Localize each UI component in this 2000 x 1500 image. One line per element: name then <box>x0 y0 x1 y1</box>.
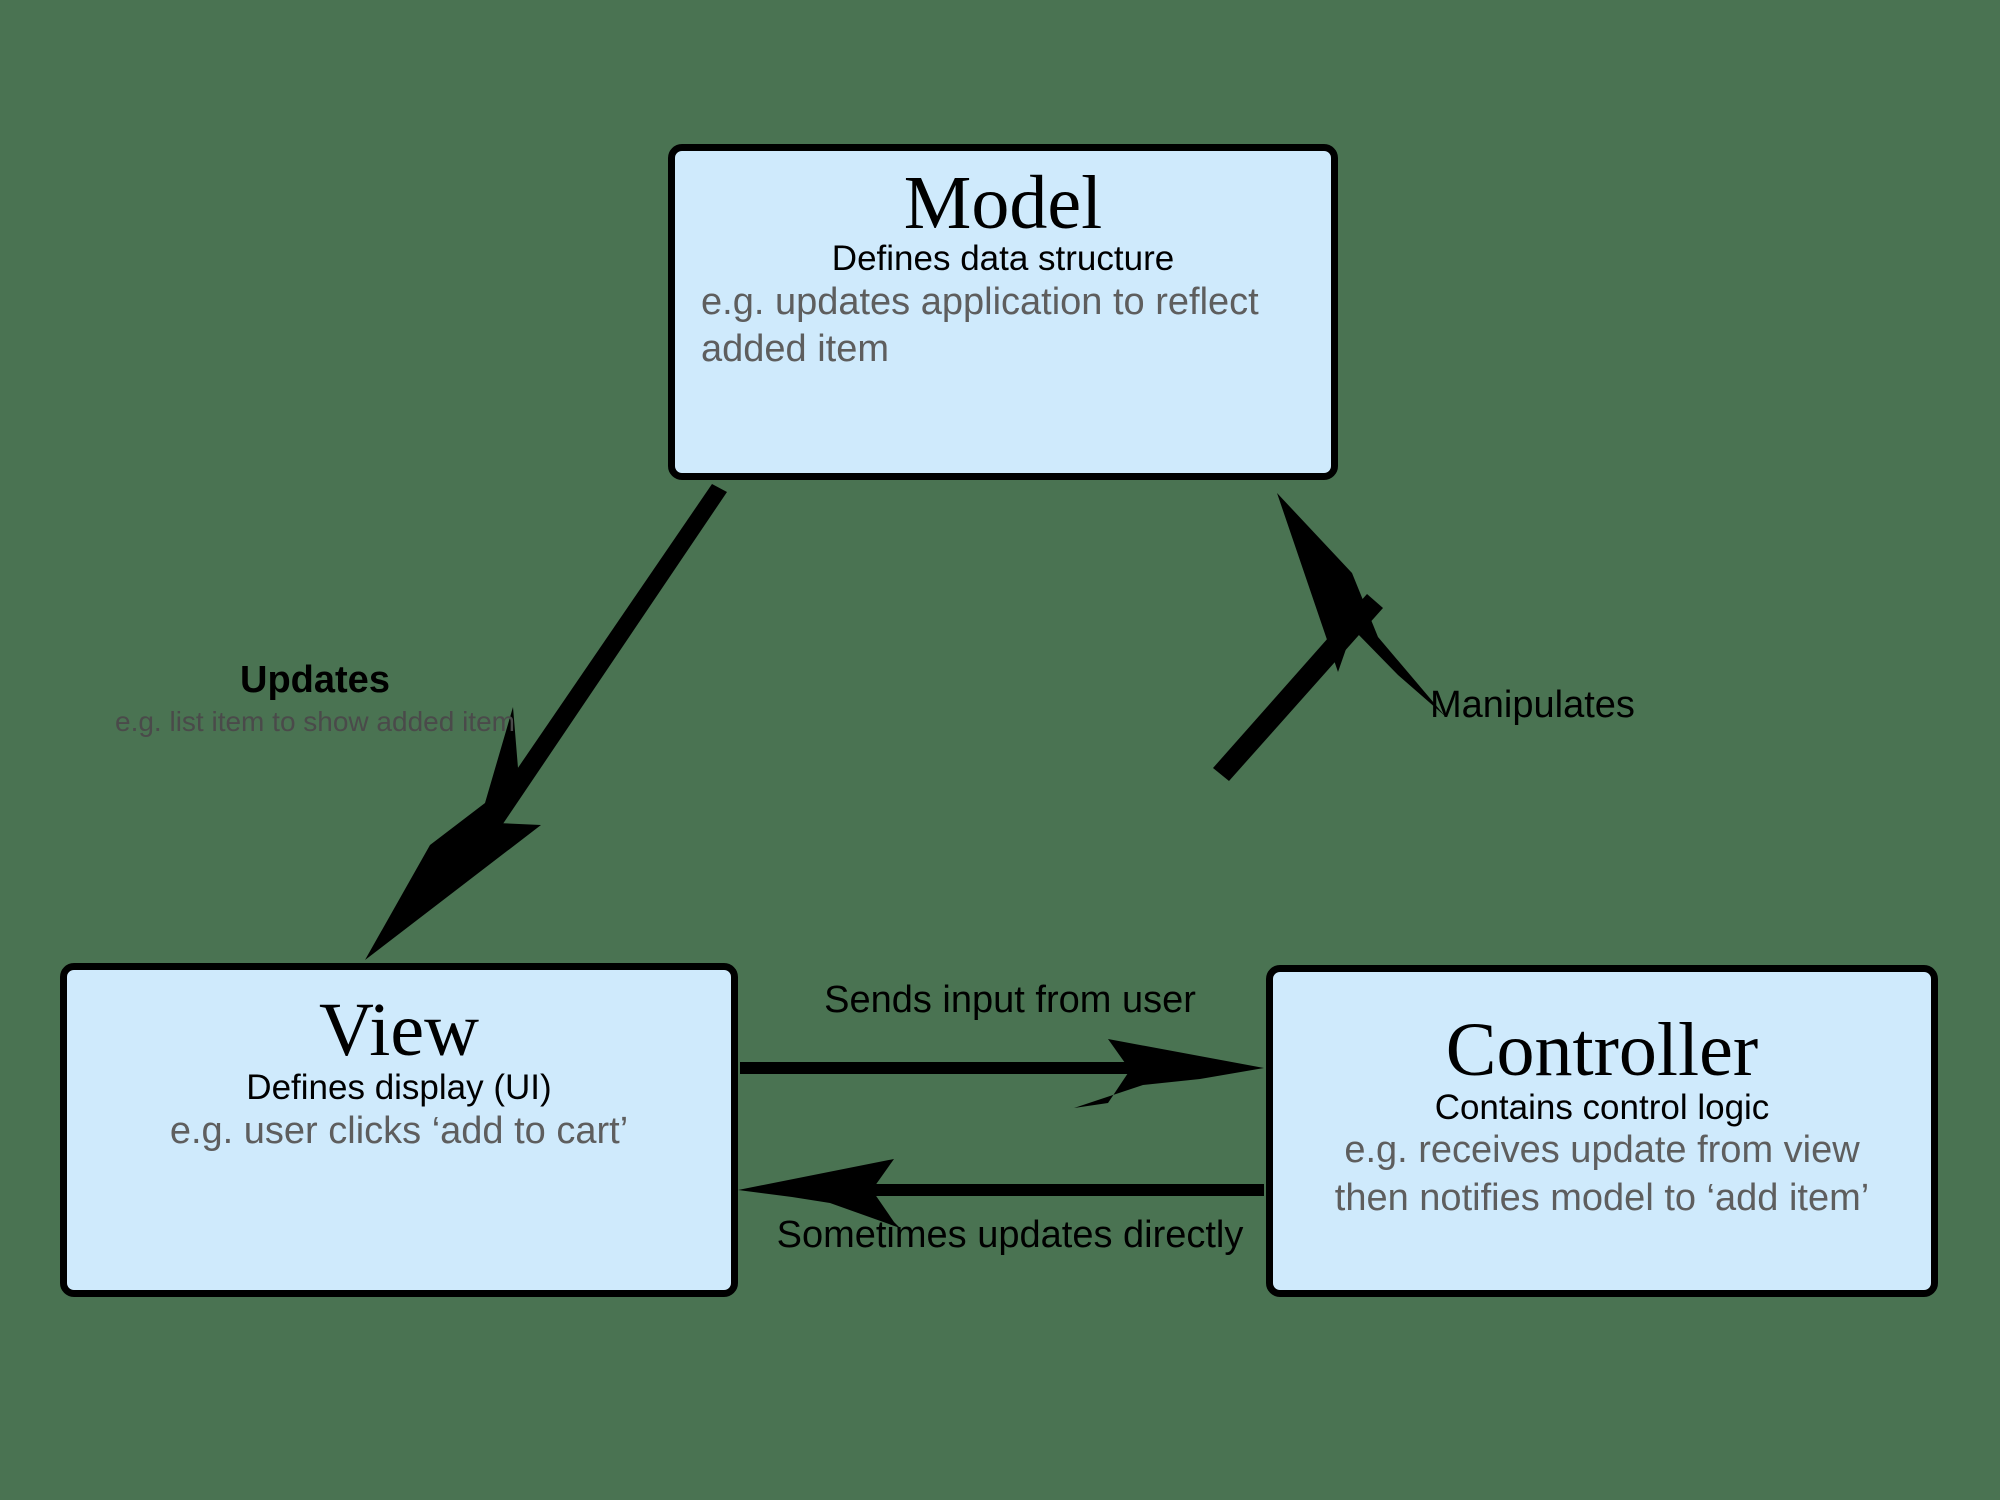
edge-label-sends-input-main: Sends input from user <box>824 979 1196 1021</box>
node-view-subtitle: Defines display (UI) <box>246 1067 552 1107</box>
edge-label-manipulates-main: Manipulates <box>1430 684 1635 726</box>
node-model-subtitle: Defines data structure <box>831 238 1175 278</box>
node-controller-example-line1: e.g. receives update from view <box>1344 1129 1860 1172</box>
node-view-title: View <box>318 988 480 1072</box>
node-controller[interactable]: Controller Contains control logic e.g. r… <box>1266 965 1938 1297</box>
node-model-title: Model <box>903 161 1103 245</box>
node-controller-title: Controller <box>1445 1008 1759 1092</box>
edge-label-sometimes-updates: Sometimes updates directly <box>740 1214 1280 1257</box>
node-view[interactable]: View Defines display (UI) e.g. user clic… <box>60 963 738 1297</box>
edge-label-updates: Updates e.g. list item to show added ite… <box>100 659 530 738</box>
edge-label-sends-input: Sends input from user <box>760 979 1260 1022</box>
arrow-view-to-controller <box>740 1039 1264 1108</box>
edge-label-updates-sub: e.g. list item to show added item <box>115 705 515 737</box>
node-controller-example-line2: then notifies model to ‘add item’ <box>1334 1177 1870 1220</box>
node-view-example: e.g. user clicks ‘add to cart’ <box>169 1110 629 1153</box>
node-model-example: e.g. updates application to reflect adde… <box>701 281 1259 370</box>
node-controller-subtitle: Contains control logic <box>1434 1087 1770 1127</box>
edge-label-manipulates: Manipulates <box>1430 684 1760 727</box>
edge-label-sometimes-updates-main: Sometimes updates directly <box>776 1214 1244 1256</box>
arrow-controller-to-model <box>1213 493 1445 781</box>
node-model[interactable]: Model Defines data structure e.g. update… <box>668 144 1338 480</box>
edge-label-updates-main: Updates <box>240 659 390 701</box>
